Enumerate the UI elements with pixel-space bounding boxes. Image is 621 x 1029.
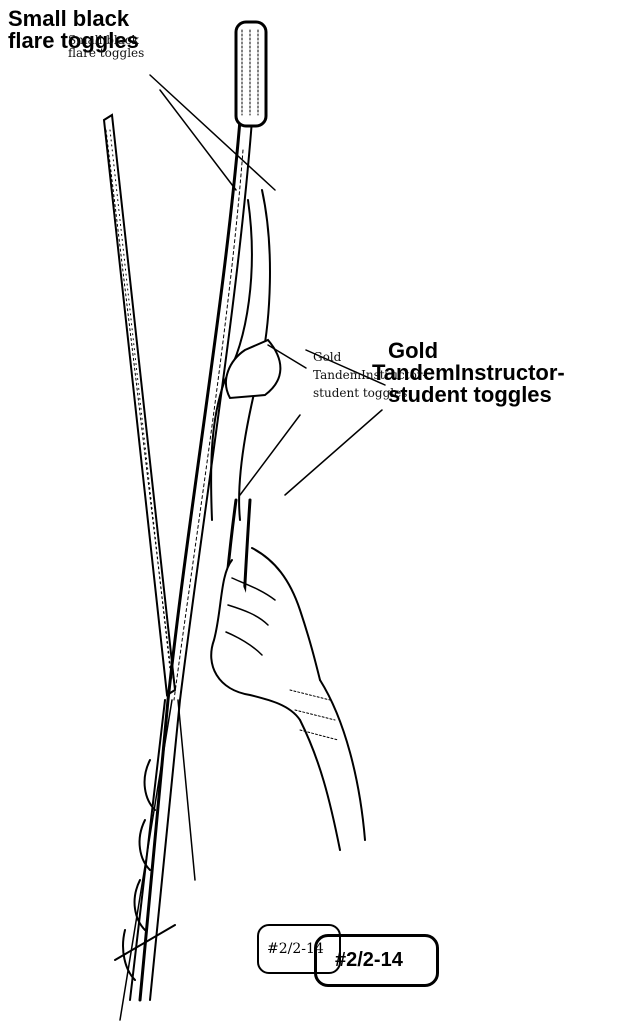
gold-toggles-label-line2: TandemInstructor-	[372, 362, 565, 384]
leader-lines	[150, 75, 385, 495]
hand-drawing	[211, 548, 365, 850]
flare-handwritten-line2: flare toggles	[68, 47, 144, 60]
gold-toggles-label-line3: student toggles	[388, 384, 565, 406]
left-riser-strap	[104, 115, 175, 695]
figure-number-badge: #2/2-14	[314, 934, 439, 987]
flare-toggles-label-line1: Small black	[8, 8, 139, 30]
lower-lines	[115, 700, 195, 1020]
gold-toggles-label: Gold TandemInstructor- student toggles	[388, 340, 565, 406]
flare-toggles-handwritten-label: Small black flare toggles	[68, 34, 144, 60]
gold-toggles-label-line1: Gold	[388, 340, 565, 362]
figure-number: #2/2-14	[335, 949, 403, 971]
flare-toggle-shape	[236, 22, 266, 126]
